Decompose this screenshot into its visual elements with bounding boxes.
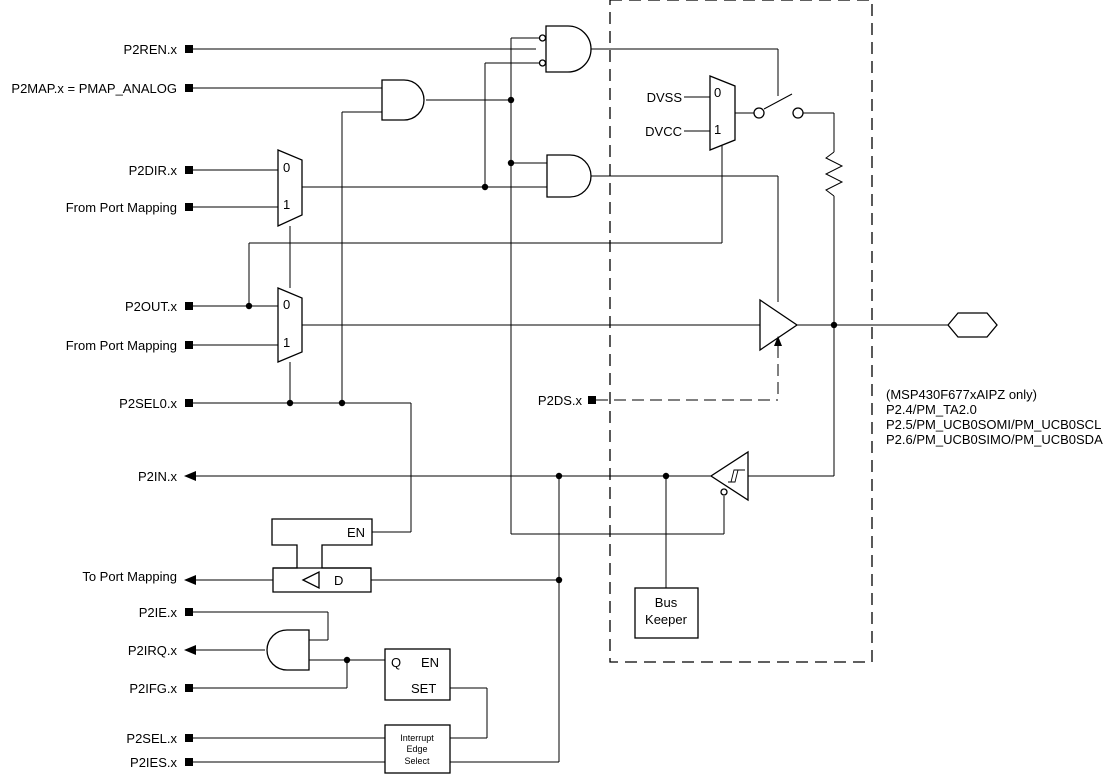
flag-latch-q-label: Q [391, 655, 401, 670]
edge-select-label-1: Interrupt [400, 733, 434, 743]
bus-keeper-block [634, 587, 699, 639]
label-p2sel0: P2SEL0.x [119, 396, 177, 411]
mux-out-label-0: 0 [283, 297, 290, 312]
and-gate-irq [266, 629, 310, 671]
terminal-p2ds [588, 396, 596, 404]
input-buffer-enable-bubble [720, 488, 728, 496]
edge-select-label-2: Edge [406, 744, 427, 754]
terminal-p2sel0 [185, 399, 193, 407]
and-gate-dir [546, 154, 592, 198]
label-p2map: P2MAP.x = PMAP_ANALOG [11, 81, 177, 96]
terminal-p2out [185, 302, 193, 310]
terminal-p2ie [185, 608, 193, 616]
terminal-p2ifg [185, 684, 193, 692]
mux-out-label-1: 1 [283, 335, 290, 350]
switch-contact-left [753, 107, 765, 119]
edge-select-label-3: Select [404, 756, 430, 766]
label-p2ren: P2REN.x [124, 42, 178, 57]
terminal-from-pm-2 [185, 341, 193, 349]
label-p2ifg: P2IFG.x [129, 681, 177, 696]
label-p2ies: P2IES.x [130, 755, 177, 770]
pin-note-line-3: P2.5/PM_UCB0SOMI/PM_UCB0SCL [886, 417, 1101, 432]
latch-en-label: EN [347, 525, 365, 540]
label-from-pm-1: From Port Mapping [66, 200, 177, 215]
interrupt-edge-select-block [384, 724, 451, 774]
mux-dir-label-0: 0 [283, 160, 290, 175]
terminal-p2ies [185, 758, 193, 766]
flag-latch-set-label: SET [411, 681, 436, 696]
pin-note-line-4: P2.6/PM_UCB0SIMO/PM_UCB0SDA [886, 432, 1103, 447]
and-gate-map [381, 79, 425, 121]
mux-supply-label-1: 1 [714, 122, 721, 137]
driver-enable-arrow [774, 336, 782, 346]
junction-dots [245, 96, 838, 664]
label-p2out: P2OUT.x [125, 299, 178, 314]
bus-keeper-label-2: Keeper [645, 612, 688, 627]
inverter-bubble-ren-b [538, 59, 547, 67]
terminal-from-pm-1 [185, 203, 193, 211]
label-dvcc: DVCC [645, 124, 682, 139]
flag-latch-en-label: EN [421, 655, 439, 670]
pin-note-line-2: P2.4/PM_TA2.0 [886, 402, 977, 417]
terminal-p2map [185, 84, 193, 92]
terminal-p2sel [185, 734, 193, 742]
switch-contact-right [792, 107, 804, 119]
mux-out [277, 287, 303, 363]
label-p2irq: P2IRQ.x [128, 643, 178, 658]
pad-boundary [609, 0, 873, 663]
input-buffer [709, 450, 749, 502]
pin-note-line-1: (MSP430F677xAIPZ only) [886, 387, 1037, 402]
pin-note: (MSP430F677xAIPZ only) P2.4/PM_TA2.0 P2.… [886, 387, 1103, 447]
pin-pad [947, 312, 998, 338]
mux-dir-label-1: 1 [283, 197, 290, 212]
mux-supply-label-0: 0 [714, 85, 721, 100]
and-gate-ren [545, 25, 592, 73]
terminal-p2dir [185, 166, 193, 174]
arrow-p2irq [184, 645, 196, 655]
latch-direction-icon [301, 570, 320, 590]
label-from-pm-2: From Port Mapping [66, 338, 177, 353]
terminal-p2ren [185, 45, 193, 53]
label-p2ds: P2DS.x [538, 393, 583, 408]
input-latch-block [271, 518, 373, 593]
mux-supply [709, 75, 736, 151]
label-p2in: P2IN.x [138, 469, 178, 484]
bus-keeper-label-1: Bus [655, 595, 678, 610]
label-p2sel: P2SEL.x [126, 731, 177, 746]
terminals [184, 45, 596, 766]
inverter-bubble-ren-a [538, 34, 547, 42]
label-p2dir: P2DIR.x [129, 163, 178, 178]
wires [192, 37, 948, 763]
label-p2ie: P2IE.x [139, 605, 178, 620]
mux-dir [277, 149, 303, 228]
label-to-pm: To Port Mapping [82, 569, 177, 584]
schmitt-trigger-icon [728, 469, 745, 483]
arrow-to-pm [184, 575, 196, 585]
label-dvss: DVSS [647, 90, 683, 105]
arrow-p2in [184, 471, 196, 481]
interrupt-flag-latch [384, 648, 451, 701]
latch-d-label: D [334, 573, 343, 588]
